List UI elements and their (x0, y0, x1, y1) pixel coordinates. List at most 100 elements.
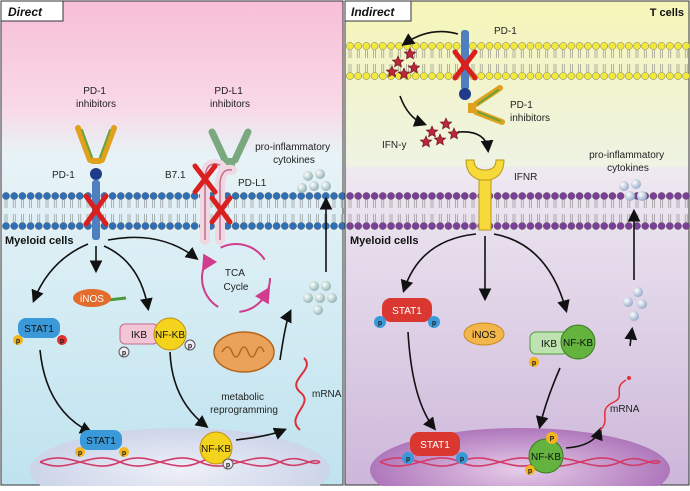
lipid-tcell-tail (512, 64, 516, 72)
lipid-tcell-tail (561, 64, 565, 72)
lipid-right-head (387, 192, 395, 200)
lipid-right-head (419, 192, 428, 200)
lipid-right-tail (463, 214, 467, 222)
lipid-tcell-head (477, 72, 486, 80)
lipid-tcell-head (370, 42, 379, 50)
lipid-right-tail (389, 200, 393, 208)
lipid-right-tail (504, 200, 508, 208)
lipid-right-head (543, 222, 551, 230)
lipid-right-tail (586, 200, 590, 208)
stat1-left-top: STAT1 p p (13, 318, 67, 345)
lipid-tcell-tail (684, 64, 688, 72)
ifny-star-icon (433, 133, 447, 146)
nfkb-right-nucleus-label: NF-KB (531, 452, 561, 463)
lipid-tcell-tail (627, 64, 631, 72)
lipid-tcell-head (657, 42, 666, 50)
lipid-left-head (149, 222, 158, 230)
lipid-tcell-head (428, 42, 436, 50)
lipid-right-head (584, 192, 592, 200)
p-badge: p (122, 350, 126, 357)
lipid-right-tail (619, 200, 622, 208)
lipid-right-tail (414, 200, 417, 208)
lipid-tcell-head (477, 42, 486, 50)
lipid-tcell-tail (504, 64, 508, 72)
lipid-left-head (59, 222, 68, 230)
inos-right: iNOS (463, 322, 505, 346)
lipid-right-head (600, 222, 609, 230)
lipid-right-head (419, 222, 428, 230)
lipid-left-head (108, 222, 117, 230)
lipid-right-tail (594, 200, 598, 208)
lipid-right-head (682, 222, 690, 230)
stat1-left-nucleus-label: STAT1 (86, 436, 116, 447)
lipid-tcell-tail (479, 64, 483, 72)
arrow-pd1-to-ifny (401, 30, 459, 46)
lipid-tcell-head (682, 72, 690, 80)
lipid-left-tail (135, 214, 139, 222)
lipid-right-head (608, 222, 617, 230)
lipid-right-head (666, 222, 674, 230)
lipid-tcell-tail (406, 64, 409, 72)
mrna-left (294, 357, 308, 431)
lipid-right-tail (668, 200, 672, 208)
lipid-left-tail (332, 214, 336, 222)
lipid-tcell-head (444, 72, 453, 80)
lipid-left-head (166, 192, 174, 200)
ifny-star-icon (403, 47, 417, 60)
lipid-right-head (592, 192, 600, 200)
lipid-left-head (256, 192, 265, 200)
stat1-left-top-label: STAT1 (24, 324, 54, 335)
lipid-right-tail (520, 200, 524, 208)
lipid-left-tail (53, 214, 57, 222)
lipid-tcell-tail (529, 50, 532, 58)
lipid-tcell-head (419, 72, 428, 80)
arrow-ifnr-nfkb (493, 233, 570, 314)
tca-label: TCA Cycle (223, 268, 248, 293)
cytokine-cluster-mid-left (303, 281, 337, 315)
lipid-left-head (313, 222, 322, 230)
lipid-left-head (59, 192, 68, 200)
lipid-right-tail (496, 214, 499, 222)
lipid-right-tail (397, 214, 401, 222)
lipid-right-head (346, 192, 354, 200)
lipid-left-tail (4, 214, 8, 222)
lipid-tcell-head (567, 72, 576, 80)
lipid-left-head (26, 192, 35, 200)
mitochondrion (213, 331, 275, 373)
lipid-right-tail (611, 200, 614, 208)
lipid-right-head (378, 192, 387, 200)
lipid-right-tail (512, 200, 516, 208)
stat1-right-nucleus: STAT1 p p (402, 432, 468, 464)
lipid-tcell-head (444, 42, 453, 50)
lipid-left-tail (340, 200, 344, 208)
lipid-tcell-head (493, 42, 502, 50)
mrna-right-label: mRNA (610, 404, 640, 415)
lipid-right-tail (438, 214, 442, 222)
tcells-label: T cells (650, 7, 684, 19)
arrow-ifny-down (399, 95, 427, 127)
lipid-left-tail (119, 214, 123, 222)
lipid-left-tail (53, 200, 57, 208)
lipid-right-head (460, 222, 469, 230)
lipid-left-head (272, 192, 281, 200)
lipid-left-tail (152, 200, 155, 208)
panel-title-indirect: Indirect (351, 5, 395, 19)
stat1-right-top: STAT1 p p (374, 298, 440, 328)
p-badge: p (78, 450, 82, 457)
lipid-left-tail (340, 214, 344, 222)
arrow-metabolic-up (279, 309, 292, 361)
lipid-right-head (674, 222, 682, 230)
lipid-left-head (280, 192, 289, 200)
lipid-tcell-tail (496, 64, 499, 72)
lipid-right-tail (619, 214, 622, 222)
lipid-tcell-head (378, 72, 387, 80)
lipid-right-head (452, 192, 461, 200)
lipid-right-head (682, 192, 690, 200)
lipid-left-head (248, 222, 256, 230)
lipid-left-tail (291, 200, 295, 208)
lipid-left-head (67, 192, 76, 200)
pd1-inhibitors-label: PD-1 inhibitors (76, 86, 116, 110)
lipid-right-tail (660, 214, 663, 222)
lipid-left-head (248, 192, 256, 200)
ifny-star-icon (397, 67, 411, 80)
